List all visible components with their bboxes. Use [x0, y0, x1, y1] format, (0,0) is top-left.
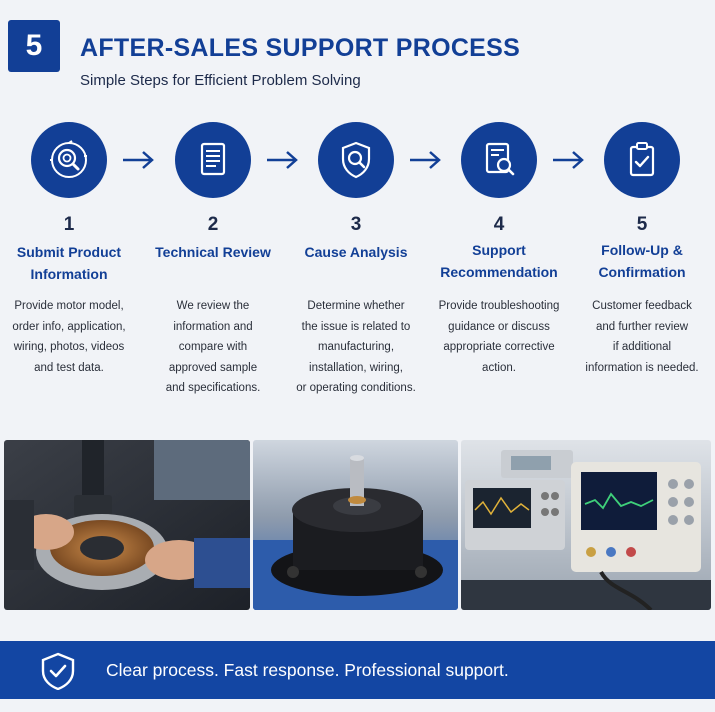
step-2-desc-line: compare with: [178, 341, 248, 353]
step-5-desc-line: if additional: [612, 341, 672, 353]
step-1-icon-circle: [31, 122, 107, 198]
arrow-right-icon: [410, 151, 441, 169]
step-3-title: Cause Analysis: [281, 241, 431, 263]
step-2-title-line: Technical Review: [155, 244, 271, 260]
step-2-desc-line: and specifications.: [165, 382, 261, 394]
step-5-title-line: Confirmation: [598, 264, 686, 280]
step-2-description: We review the information and compare wi…: [138, 296, 288, 399]
step-3-desc-line: the issue is related to: [301, 320, 411, 333]
step-5-title-line: Follow-Up &: [601, 242, 683, 258]
step-5-number: 5: [636, 214, 648, 235]
page-subtitle: Simple Steps for Efficient Problem Solvi…: [80, 72, 361, 89]
step-4-description: Provide troubleshooting guidance or disc…: [424, 296, 574, 378]
step-1-desc-line: order info, application,: [12, 320, 126, 333]
step-4-title-line: Support: [472, 242, 526, 258]
step-3-desc-line: Determine whether: [307, 300, 405, 312]
step-2-title: Technical Review: [138, 241, 288, 263]
step-4-desc-line: guidance or discuss: [448, 320, 550, 333]
step-2-desc-line: information and: [173, 320, 253, 333]
step-3-title-line: Cause Analysis: [304, 244, 408, 260]
step-1-title-line: Submit Product: [16, 244, 122, 260]
step-4-desc-line: Provide troubleshooting: [438, 300, 560, 312]
step-1-description: Provide motor model, order info, applica…: [0, 296, 144, 378]
step-4-desc-line: appropriate corrective: [443, 341, 555, 353]
arrow-right-icon: [553, 151, 584, 169]
step-5-desc-line: and further review: [595, 320, 689, 333]
step-3-description: Determine whether the issue is related t…: [281, 296, 431, 399]
step-3-desc-line: or operating conditions.: [296, 382, 416, 394]
step-3-number: 3: [350, 214, 362, 235]
step-1-desc-line: Provide motor model,: [14, 300, 124, 312]
step-4-title-line: Recommendation: [440, 264, 558, 280]
clipboard-check-icon: [629, 142, 655, 177]
photo-technician-inspecting-stator: [4, 440, 250, 610]
step-2-desc-line: We review the: [176, 300, 250, 312]
step-3-icon-circle: [318, 122, 394, 198]
step-5-description: Customer feedback and further review if …: [567, 296, 715, 378]
step-1-desc-line: wiring, photos, videos: [13, 341, 125, 353]
step-3-desc-line: manufacturing,: [317, 341, 395, 353]
arrow-right-icon: [267, 151, 298, 169]
step-1-number: 1: [63, 214, 75, 235]
step-1-title: Submit Product Information: [0, 241, 144, 285]
footer-banner: Clear process. Fast response. Profession…: [0, 641, 715, 699]
step-2-desc-line: approved sample: [168, 361, 258, 374]
step-1-desc-line: and test data.: [34, 361, 104, 374]
gear-search-icon: [50, 140, 87, 178]
photo-oscilloscope-test-equipment: [461, 440, 711, 610]
page-title: AFTER-SALES SUPPORT PROCESS: [80, 34, 521, 62]
step-4-title: Support Recommendation: [424, 239, 574, 283]
shield-check-icon: [41, 652, 75, 690]
step-5-title: Follow-Up & Confirmation: [567, 239, 715, 283]
step-2-number: 2: [207, 214, 219, 235]
footer-tagline: Clear process. Fast response. Profession…: [106, 660, 509, 680]
step-1-title-line: Information: [30, 266, 108, 282]
section-number-badge: 5: [8, 20, 60, 72]
step-4-icon-circle: [461, 122, 537, 198]
arrow-right-icon: [123, 151, 154, 169]
step-5-icon-circle: [604, 122, 680, 198]
step-4-number: 4: [493, 214, 505, 235]
step-5-desc-line: Customer feedback: [592, 300, 692, 312]
shield-magnifier-icon: [341, 141, 371, 179]
step-2-icon-circle: [175, 122, 251, 198]
photo-black-motor: [253, 440, 458, 610]
step-5-desc-line: information is needed.: [585, 361, 699, 374]
document-icon: [200, 142, 226, 176]
step-3-desc-line: installation, wiring,: [309, 361, 403, 374]
report-magnifier-icon: [485, 142, 515, 176]
step-4-desc-line: action.: [482, 361, 516, 374]
